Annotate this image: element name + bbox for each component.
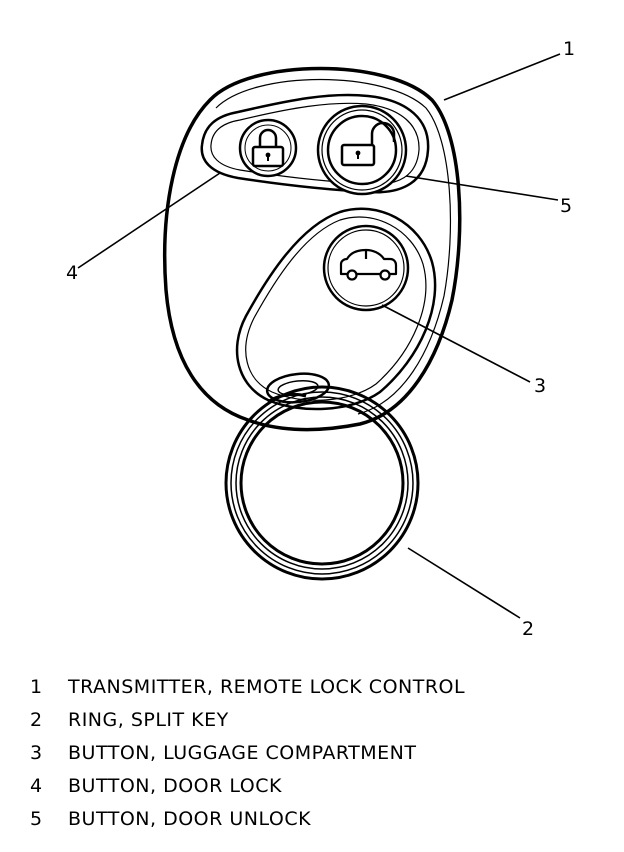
callout-3: 3 — [534, 375, 546, 397]
padlock-locked-icon — [251, 128, 285, 168]
callout-4: 4 — [66, 262, 78, 284]
key-fob-diagram: 1 2 3 4 5 — [66, 38, 575, 640]
transmitter-body — [162, 66, 462, 432]
leader-line-4 — [77, 172, 221, 269]
legend-item: 3 BUTTON, LUGGAGE COMPARTMENT — [30, 742, 610, 775]
legend-item: 4 BUTTON, DOOR LOCK — [30, 775, 610, 808]
padlock-unlocked-icon — [340, 121, 396, 167]
legend-label: RING, SPLIT KEY — [68, 709, 229, 731]
leader-lines — [77, 53, 561, 619]
legend-label: BUTTON, DOOR UNLOCK — [68, 808, 312, 830]
legend-label: TRANSMITTER, REMOTE LOCK CONTROL — [68, 676, 466, 698]
split-key-ring — [224, 385, 420, 581]
leader-line-1 — [443, 53, 561, 101]
legend-label: BUTTON, DOOR LOCK — [68, 775, 282, 797]
callout-2: 2 — [522, 618, 534, 640]
legend-item: 1 TRANSMITTER, REMOTE LOCK CONTROL — [30, 676, 610, 709]
callout-1: 1 — [563, 38, 575, 60]
legend-number: 3 — [30, 742, 43, 764]
legend-number: 5 — [30, 808, 43, 830]
leader-line-5 — [405, 175, 559, 201]
lower-recess — [235, 207, 437, 411]
car-trunk-icon — [339, 248, 398, 281]
legend-label: BUTTON, LUGGAGE COMPARTMENT — [68, 742, 417, 764]
leader-line-3 — [381, 304, 531, 383]
legend-item: 5 BUTTON, DOOR UNLOCK — [30, 808, 610, 841]
callout-5: 5 — [560, 195, 572, 217]
legend-number: 2 — [30, 709, 43, 731]
parts-legend: 1 TRANSMITTER, REMOTE LOCK CONTROL 2 RIN… — [30, 676, 610, 841]
legend-number: 1 — [30, 676, 43, 698]
legend-item: 2 RING, SPLIT KEY — [30, 709, 610, 742]
leader-line-2 — [407, 547, 521, 619]
legend-number: 4 — [30, 775, 43, 797]
